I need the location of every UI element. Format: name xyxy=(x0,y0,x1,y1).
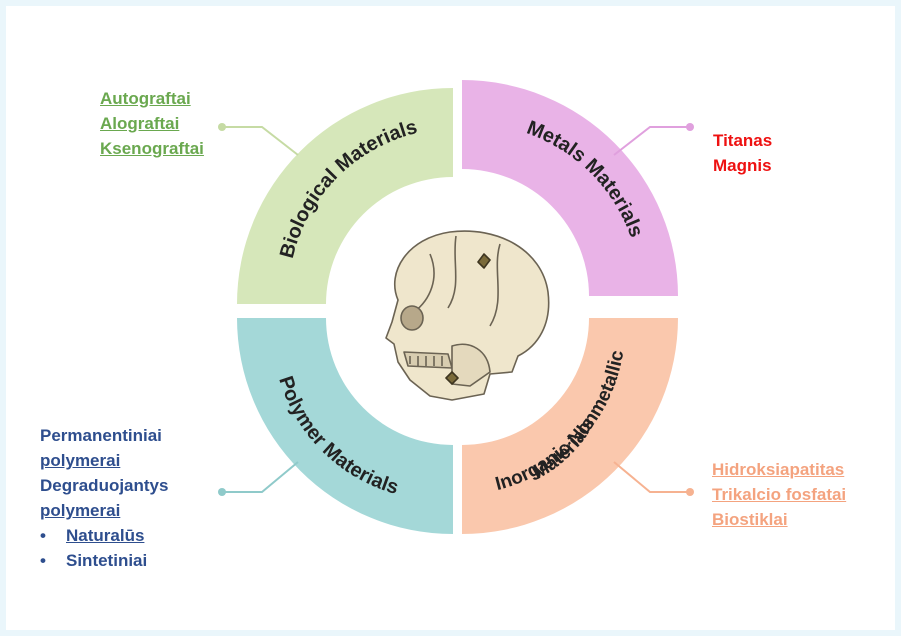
biological-item: Autograftai xyxy=(100,86,204,111)
biological-item: Alograftai xyxy=(100,111,204,136)
polymer-degradable-line2: polymerai xyxy=(40,498,168,523)
inorganic-connector xyxy=(614,462,690,492)
polymer-connector xyxy=(222,462,298,492)
inorganic-item-text: Trikalcio fosfatai xyxy=(712,485,846,504)
metals-connector xyxy=(614,127,690,155)
polymer-degradable-line1: Degraduojantys xyxy=(40,473,168,498)
skull-icon xyxy=(386,231,549,400)
biological-items: Autograftai Alograftai Ksenograftai xyxy=(100,86,204,161)
biological-item: Ksenograftai xyxy=(100,136,204,161)
inorganic-item: Biostiklai xyxy=(712,507,846,532)
inorganic-item: Hidroksiapatitas xyxy=(712,457,846,482)
inorganic-item: Trikalcio fosfatai xyxy=(712,482,846,507)
polymer-permanent-line1: Permanentiniai xyxy=(40,423,168,448)
polymer-bullet-label: Naturalūs xyxy=(66,523,144,548)
polymer-bullet-item: • Sintetiniai xyxy=(40,548,168,573)
bullet-icon: • xyxy=(40,548,66,573)
polymer-bullet-item: • Naturalūs xyxy=(40,523,168,548)
polymer-bullet-label: Sintetiniai xyxy=(66,548,147,573)
bullet-icon: • xyxy=(40,523,66,548)
metal-item: Magnis xyxy=(713,153,772,178)
metal-items: Titanas Magnis xyxy=(713,128,772,178)
metal-item: Titanas xyxy=(713,128,772,153)
polymer-items: Permanentiniai polymerai Degraduojantys … xyxy=(40,423,168,573)
inorganic-items: Hidroksiapatitas Trikalcio fosfatai Bios… xyxy=(712,457,846,532)
polymer-permanent-line2: polymerai xyxy=(40,448,168,473)
biological-connector xyxy=(222,127,298,155)
